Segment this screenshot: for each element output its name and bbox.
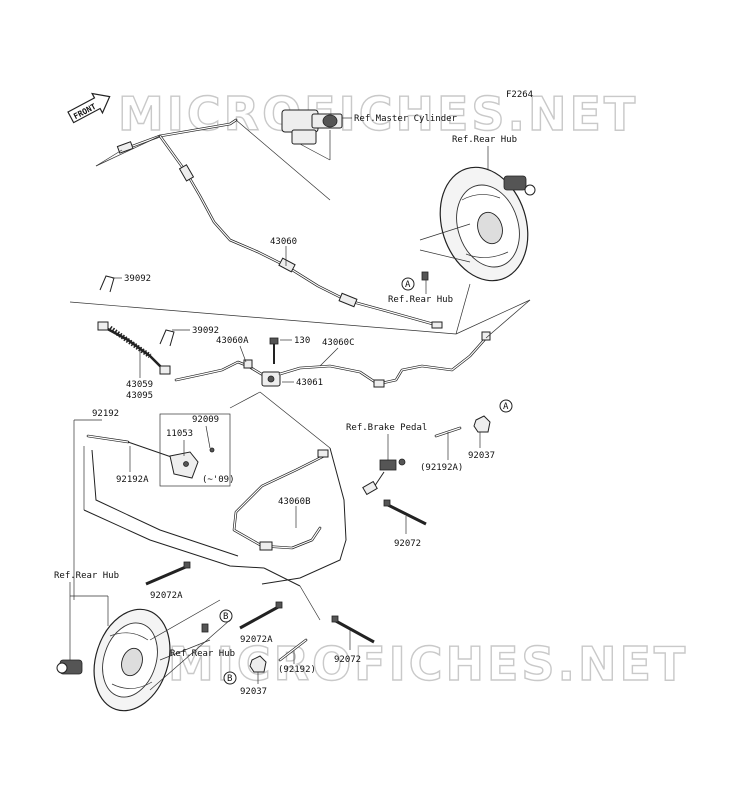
part-09-note: (~'09) (202, 475, 235, 485)
part-92192-paren: (92192) (278, 665, 316, 675)
part-39092-b: 39092 (192, 326, 219, 336)
callout-a-top (401, 277, 415, 291)
cable-tie-92072-bottom (331, 615, 375, 644)
part-130: 130 (294, 336, 310, 346)
part-92192a: 92192A (116, 475, 149, 485)
clip-39092-b (159, 329, 175, 347)
ref-rear-hub-mid: Ref.Rear Hub (388, 295, 453, 305)
bracket-box (159, 413, 231, 487)
cable-tie-92072a-left (145, 561, 191, 586)
flex-hose-43059 (97, 321, 171, 375)
part-92072-bottom: 92072 (334, 655, 361, 665)
figure-code: F2264 (506, 90, 533, 100)
ref-rear-hub-top: Ref.Rear Hub (452, 135, 517, 145)
cable-tie-92072a-mid (239, 601, 283, 630)
brake-pipe-43060c (278, 331, 491, 388)
callout-a-right-label: A (503, 402, 509, 412)
rear-hub-top-drum (439, 166, 536, 282)
part-92037-bottom: 92037 (240, 687, 267, 697)
watermark-bottom: MICROFICHES.NET (168, 637, 688, 691)
part-43095: 43095 (126, 391, 153, 401)
callout-b-mid (219, 609, 233, 623)
bolt-130 (269, 337, 279, 364)
brake-pipe-43060 (116, 118, 443, 329)
brake-cable-92192 (86, 434, 181, 461)
part-92192a-paren: (92192A) (420, 463, 463, 473)
part-43061: 43061 (296, 378, 323, 388)
ref-master-cylinder: Ref.Master Cylinder (354, 114, 458, 124)
rear-hub-bottom-drum (56, 608, 171, 712)
callout-a-right (499, 399, 513, 413)
master-cylinder (281, 109, 343, 161)
nut-92037-bottom (249, 655, 267, 673)
front-arrow-icon: FRONT (67, 92, 111, 124)
part-43060b: 43060B (278, 497, 311, 507)
part-92037-right: 92037 (468, 451, 495, 461)
part-11053: 11053 (166, 429, 193, 439)
callout-b-mid-label: B (223, 612, 228, 622)
part-43059: 43059 (126, 380, 153, 390)
clip-39092-a (99, 275, 115, 293)
bracket-11053 (169, 447, 215, 479)
part-43060c: 43060C (322, 338, 355, 348)
cable-tie-92072-right (383, 499, 427, 526)
part-43060a: 43060A (216, 336, 249, 346)
joint-43061 (261, 371, 281, 387)
part-92009: 92009 (192, 415, 219, 425)
callout-a-top-label: A (405, 280, 411, 290)
callout-b-bottom-label: B (227, 674, 232, 684)
part-39092-a: 39092 (124, 274, 151, 284)
ref-rear-hub-bottom: Ref.Rear Hub (170, 649, 235, 659)
part-92192: 92192 (92, 409, 119, 419)
part-92072a-mid: 92072A (240, 635, 273, 645)
ref-rear-hub-left: Ref.Rear Hub (54, 571, 119, 581)
brake-pipe-43060a (174, 359, 270, 382)
ref-brake-pedal: Ref.Brake Pedal (346, 423, 427, 433)
brake-pipe-43060b (232, 449, 329, 551)
part-43060: 43060 (270, 237, 297, 247)
callout-b-bottom (223, 671, 237, 685)
part-92072a-left: 92072A (150, 591, 183, 601)
brake-cable-92192-bottom (278, 638, 308, 662)
part-92072-right: 92072 (394, 539, 421, 549)
pedal-link (362, 458, 406, 496)
watermark-top: MICROFICHES.NET (118, 87, 638, 141)
nut-92037-right (473, 415, 491, 433)
